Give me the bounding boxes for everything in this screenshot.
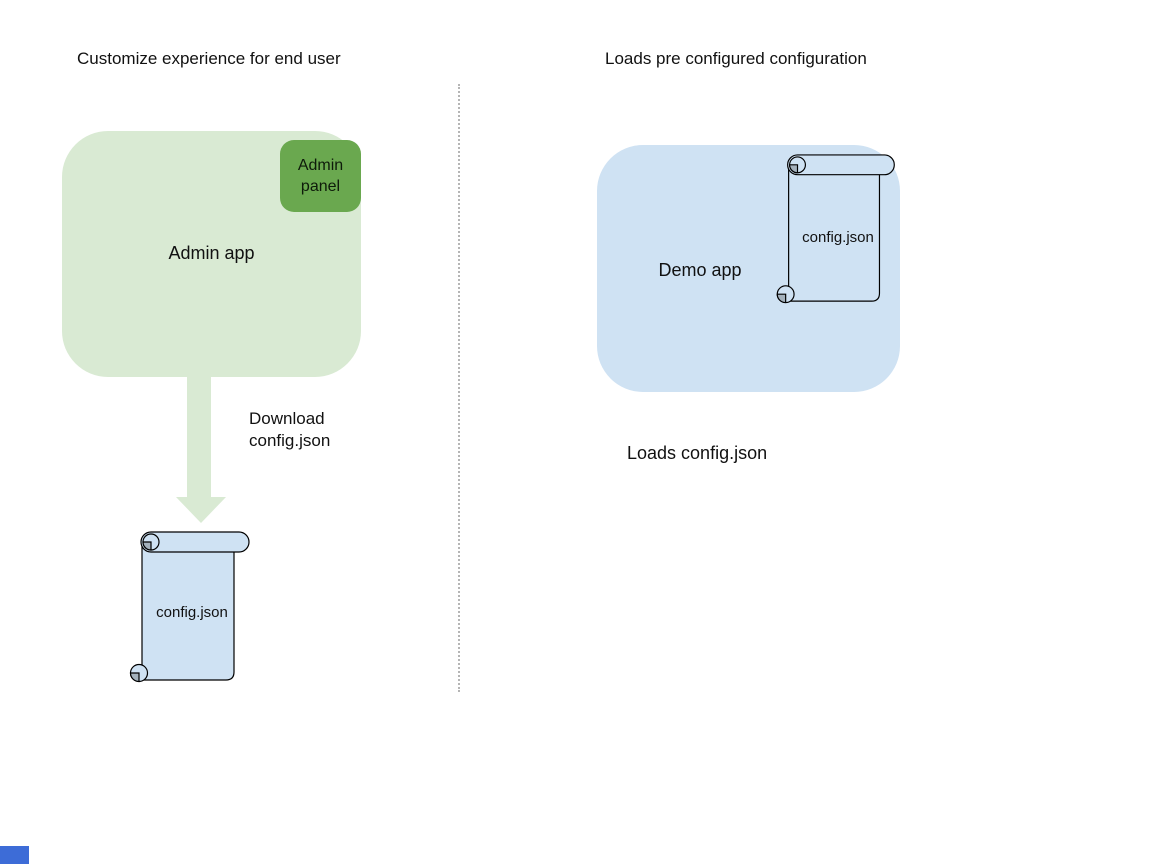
admin-panel-label: Admin panel <box>297 157 344 195</box>
config-json-scroll-icon <box>776 154 895 304</box>
scroll-bottom-curl-shade <box>776 293 787 304</box>
scroll-top-bar <box>140 531 250 553</box>
config-json-label: config.json <box>156 604 228 621</box>
scroll-body <box>788 166 881 302</box>
scroll-body <box>141 543 235 681</box>
scroll-top-curl-shade <box>789 164 799 174</box>
corner-marker <box>0 846 29 864</box>
scroll-top-curl-shade <box>142 541 152 551</box>
left-section-title: Customize experience for end user <box>77 49 341 68</box>
demo-app-label: Demo app <box>658 260 742 280</box>
admin-app-label: Admin app <box>168 243 255 263</box>
admin-panel-badge: Admin panel <box>280 140 361 212</box>
section-divider-line <box>458 84 460 692</box>
scroll-top-bar <box>787 154 895 176</box>
right-section-title: Loads pre configured configuration <box>605 49 867 68</box>
download-arrow-icon <box>176 377 226 523</box>
scroll-bottom-curl-shade <box>129 672 140 683</box>
config-json-label: config.json <box>802 229 874 246</box>
download-config-label: Download config.json <box>249 409 331 450</box>
config-json-scroll-icon <box>129 531 250 683</box>
loads-config-caption: Loads config.json <box>627 443 768 463</box>
